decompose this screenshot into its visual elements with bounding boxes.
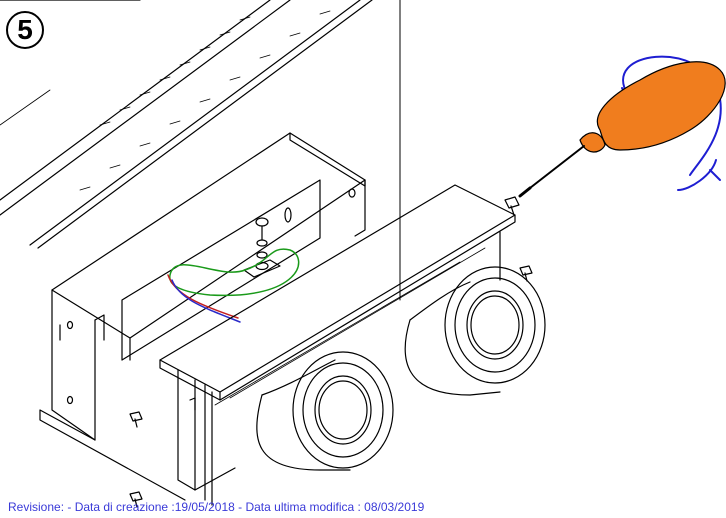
- outlet-right: [404, 266, 546, 396]
- revision-footer: Revisione: - Data di creazione :19/05/20…: [8, 500, 425, 514]
- front-cover: [159, 184, 516, 506]
- wall: [0, 0, 401, 301]
- screwdriver-icon: [518, 61, 726, 198]
- mounting-frame: [39, 132, 366, 501]
- screw-parts: [129, 196, 533, 508]
- step-number-badge: 5: [6, 11, 44, 49]
- outlet-left: [256, 351, 394, 471]
- ground-screw: [243, 217, 281, 278]
